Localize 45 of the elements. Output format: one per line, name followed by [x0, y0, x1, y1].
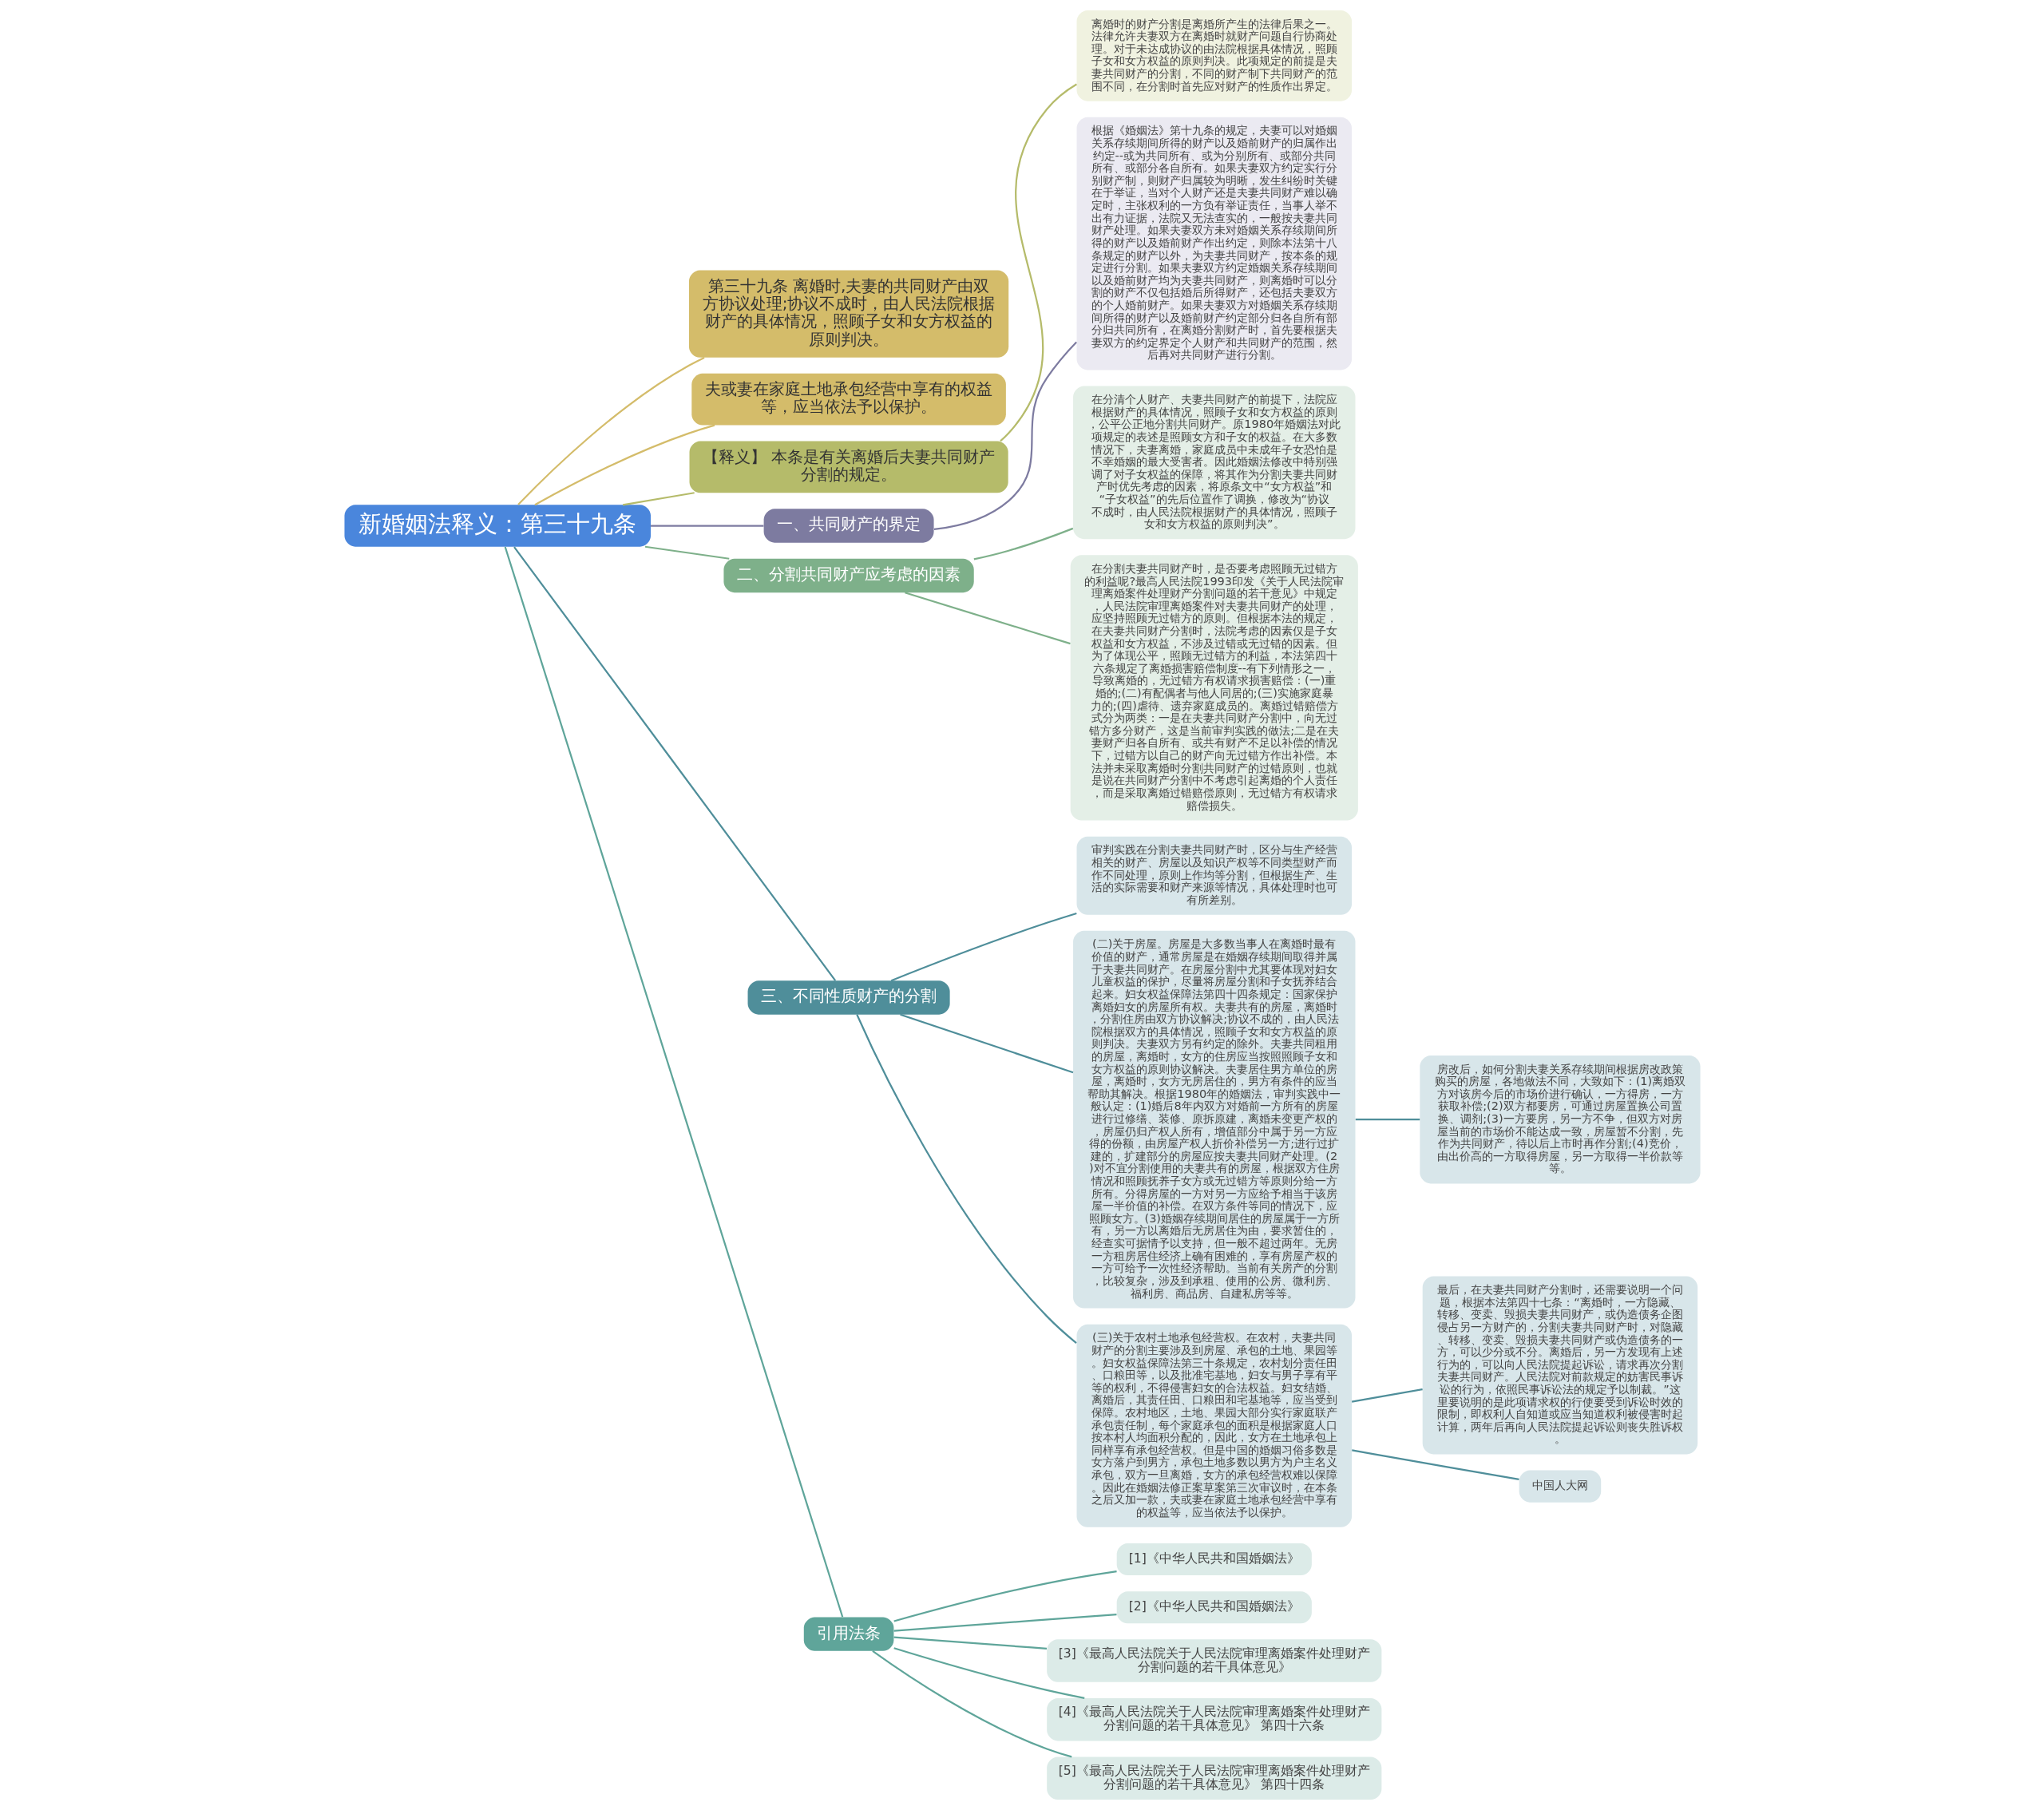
connector — [893, 1647, 1084, 1699]
connector — [855, 1014, 1077, 1344]
node-box: 三、不同性质财产的分割 — [747, 980, 950, 1015]
connector — [904, 592, 1071, 645]
node-box: 一、共同财产的界定 — [763, 509, 934, 543]
node-box: 最后，在夫妻共同财产分割时，还需要说明一个问题，根据本法第四十七条：“离婚时，一方隐藏、转移、变卖、毁损夫妻共同财产，或伪造债务企图侵占另一方财产的，分割夫妻共同财产时，对隐藏、转移、变卖、毁损夫妻共同财产或伪造债务的一方，可以少分或不分。离婚后，另一方发现有上述行为的，可以向人民法院提起诉讼，请求再次分割夫妻共同财产。人民法院对前款规定的妨害民事诉讼的行为，依照民事诉讼法的规定予以制裁。”这里要说明的是此项请求权的行使要受到诉讼时效的限制，即权利人自知道或应当知道权利被侵害时起计算，两年后再向人民法院提起诉讼则丧失胜诉权。 — [1422, 1276, 1697, 1455]
connector — [893, 1570, 1117, 1622]
connector — [1351, 1449, 1519, 1481]
node-box: [4]《最高人民法院关于人民法院审理离婚案件处理财产分割问题的若干具体意见》 第四十六条 — [1046, 1697, 1381, 1741]
connector — [644, 545, 729, 560]
node-box: 在分清个人财产、夫妻共同财产的前提下，法院应根据财产的具体情况，照顾子女和女方权益的原则，公平公正地分割共同财产。原1980年婚姻法对此项规定的表述是照顾女方和子女的权益。在大多数情况下，夫妻离婚，家庭成员中未成年子女恐怕是不幸婚姻的最大受害者。因此婚姻法修改中特别强调了对子女权益的保障，将其作为分割夫妻共同财产时优先考虑的因素，将原条文中“女方权益”和“子女权益”的先后位置作了调换，修改为“协议不成时，由人民法院根据财产的具体情况，照顾子女和女方权益的原则判决”。 — [1072, 386, 1355, 540]
node-box: 中国人大网 — [1519, 1470, 1601, 1503]
connector — [650, 525, 763, 527]
connector — [893, 1614, 1117, 1632]
connector — [871, 1650, 1072, 1758]
node-box: [3]《最高人民法院关于人民法院审理离婚案件处理财产分割问题的若干具体意见》 — [1046, 1639, 1381, 1682]
connector — [533, 424, 715, 506]
connector — [622, 492, 695, 506]
connector — [517, 356, 705, 505]
node-box: 房改后，如何分割夫妻关系存续期间根据房改政策购买的房屋，各地做法不同，大致如下：(1)离婚双方对该房今后的市场价进行确认，一方得房，一方获取补偿;(2)双方都要房，可通过房屋置换公司置换、调剂;(3)一方要房，另一方不争，但双方对房屋当前的市场价不能达成一致，房屋暂不分割，先作为共同财产，待以后上市时再作分割;(4)竞价，由出价高的一方取得房屋，另一方取得一半价款等等。 — [1419, 1055, 1701, 1184]
node-box: 根据《婚姻法》第十九条的规定，夫妻可以对婚姻关系存续期间所得的财产以及婚前财产的归属作出约定--或为共同所有、或为分别所有、或部分共同所有、或部分各自所有。如果夫妻双方约定实行分别财产制，则财产归属较为明晰，发生纠纷时关键在于举证，当对个人财产还是夫妻共同财产难以确定时，主张权利的一方负有举证责任，当事人举不出有力证据，法院又无法查实的，一般按夫妻共同财产处理。如果夫妻双方未对婚姻关系存续期间所得的财产以及婚前财产作出约定，则除本法第十八条规定的财产以外，为夫妻共同财产，按本条的规定进行分割。如果夫妻双方约定婚姻关系存续期间以及婚前财产均为夫妻共同财产，则离婚时可以分割的财产不仅包括婚后所得财产，还包括夫妻双方的个人婚前财产。如果夫妻双方对婚姻关系存续期间所得的财产以及婚前财产约定部分归各自所有部分归共同所有，在离婚分割财产时，首先要根据夫妻双方的约定界定个人财产和共同财产的范围，然后再对共同财产进行分割。 — [1076, 117, 1352, 370]
node-box: 夫或妻在家庭土地承包经营中享有的权益等，应当依法予以保护。 — [691, 373, 1006, 426]
node-box: (三)关于农村土地承包经营权。在农村，夫妻共同财产的分割主要涉及到房屋、承包的土地、果园等。妇女权益保障法第三十条规定，农村划分责任田、口粮田等，以及批准宅基地，妇女与男子享有平等的权利，不得侵害妇女的合法权益。妇女结婚、离婚后，其责任田、口粮田和宅基地等，应当受到保障。农村地区，土地、果园大部分实行家庭联产承包责任制，每个家庭承包的面积是根据家庭人口按本村人均面积分配的，因此，女方在土地承包上同样享有承包经营权。但是中国的婚姻习俗多数是女方落户到男方，承包土地多数以男方为户主名义承包，双方一旦离婚，女方的承包经营权难以保障。因此在婚姻法修正案草案第三次审议时，在本条之后又加一款，夫或妻在家庭土地承包经营中享有的权益等，应当依法予以保护。 — [1076, 1324, 1352, 1527]
connector — [999, 83, 1077, 442]
connector — [1351, 1388, 1423, 1403]
node-box: 新婚姻法释义：第三十九条 — [343, 505, 651, 547]
node-box: 审判实践在分割夫妻共同财产时，区分与生产经营相关的财产、房屋以及知识产权等不同类型财产而作不同处理，原则上作均等分割，但根据生产、生活的实际需要和财产来源等情况，具体处理时也可有所差别。 — [1076, 836, 1352, 915]
connector — [973, 527, 1073, 560]
connector — [893, 1636, 1047, 1650]
node-box: [1]《中华人民共和国婚姻法》 — [1116, 1543, 1312, 1576]
connector — [899, 1013, 1073, 1074]
connector — [504, 546, 843, 1618]
node-box: 离婚时的财产分割是离婚所产生的法律后果之一。法律允许夫妻双方在离婚时就财产问题自行协商处理。对于未达成协议的由法院根据具体情况，照顾子女和女方权益的原则判决。此项规定的前提是夫妻共同财产的分割，不同的财产制下共同财产的范围不同，在分割时首先应对财产的性质作出界定。 — [1076, 10, 1352, 101]
connector — [890, 912, 1077, 982]
node-box: 在分割夫妻共同财产时，是否要考虑照顾无过错方的利益呢?最高人民法院1993印发《关于人民法院审理离婚案件处理财产分割问题的若干意见》中规定，人民法院审理离婚案件对夫妻共同财产的处理，应坚持照顾无过错方的原则。但根据本法的规定，在夫妻共同财产分割时，法院考虑的因素仅是子女权益和女方权益，不涉及过错或无过错的因素。但为了体现公平，照顾无过错方的利益，本法第四十六条规定了离婚损害赔偿制度--有下列情形之一，导致离婚的，无过错方有权请求损害赔偿：(一)重婚的;(二)有配偶者与他人同居的;(三)实施家庭暴力的;(四)虐待、遗弃家庭成员的。离婚过错赔偿方式分为两类：一是在夫妻共同财产分割中，向无过错方多分财产，这是当前审判实践的做法;二是在夫妻财产归各自所有、或共有财产不足以补偿的情况下，过错方以自己的财产向无过错方作出补偿。本法并未采取离婚时分割共同财产的过错原则，也就是说在共同财产分割中不考虑引起离婚的个人责任，而是采取离婚过错赔偿原则，无过错方有权请求赔偿损失。 — [1070, 555, 1358, 821]
connector — [1355, 1119, 1420, 1121]
node-box: 引用法条 — [803, 1617, 893, 1651]
node-box: 【释义】 本条是有关离婚后夫妻共同财产分割的规定。 — [689, 441, 1008, 493]
connector — [513, 546, 836, 981]
node-box: [2]《中华人民共和国婚姻法》 — [1116, 1591, 1312, 1624]
node-box: [5]《最高人民法院关于人民法院审理离婚案件处理财产分割问题的若干具体意见》 第四十四条 — [1046, 1757, 1381, 1800]
node-box: (二)关于房屋。房屋是大多数当事人在离婚时最有价值的财产，通常房屋是在婚姻存续期间取得并属于夫妻共同财产。在房屋分割中尤其要体现对妇女儿童权益的保护，尽量将房屋分割和子女抚养结合起来。妇女权益保障法第四十四条规定：国家保护离婚妇女的房屋所有权。夫妻共有的房屋，离婚时，分割住房由双方协议解决;协议不成的，由人民法院根据双方的具体情况，照顾子女和女方权益的原则判决。夫妻双方另有约定的除外。夫妻共同租用的房屋，离婚时，女方的住房应当按照照顾子女和女方权益的原则协议解决。夫妻居住男方单位的房屋，离婚时，女方无房居住的，男方有条件的应当帮助其解决。根据1980年的婚姻法，审判实践中一般认定：(1)婚后8年内双方对婚前一方所有的房屋进行过修缮、装修、原拆原建，离婚未变更产权的，房屋仍归产权人所有，增值部分中属于另一方应得的份额，由房屋产权人折价补偿另一方;进行过扩建的，扩建部分的房屋应按夫妻共同财产处理。(2)对不宜分割使用的夫妻共有的房屋，根据双方住房情况和照顾抚养子女方或无过错方等原则分给一方所有。分得房屋的一方对另一方应给予相当于该房屋一半价值的补偿。在双方条件等同的情况下，应照顾女方。(3)婚姻存续期间居住的房屋属于一方所有，另一方以离婚后无房居住为由，要求暂住的，经查实可据情予以支持，但一般不超过两年。无房一方租房居住经济上确有困难的，享有房屋产权的一方可给予一次性经济帮助。当前有关房产的分割，比较复杂，涉及到承租、使用的公房、微利房、福利房、商品房、自建私房等等。 — [1072, 930, 1355, 1309]
node-box: 二、分割共同财产应考虑的因素 — [723, 558, 974, 593]
connector — [933, 341, 1077, 531]
node-box: 第三十九条 离婚时,夫妻的共同财产由双方协议处理;协议不成时，由人民法院根据财产的具体情况，照顾子女和女方权益的原则判决。 — [688, 270, 1008, 358]
